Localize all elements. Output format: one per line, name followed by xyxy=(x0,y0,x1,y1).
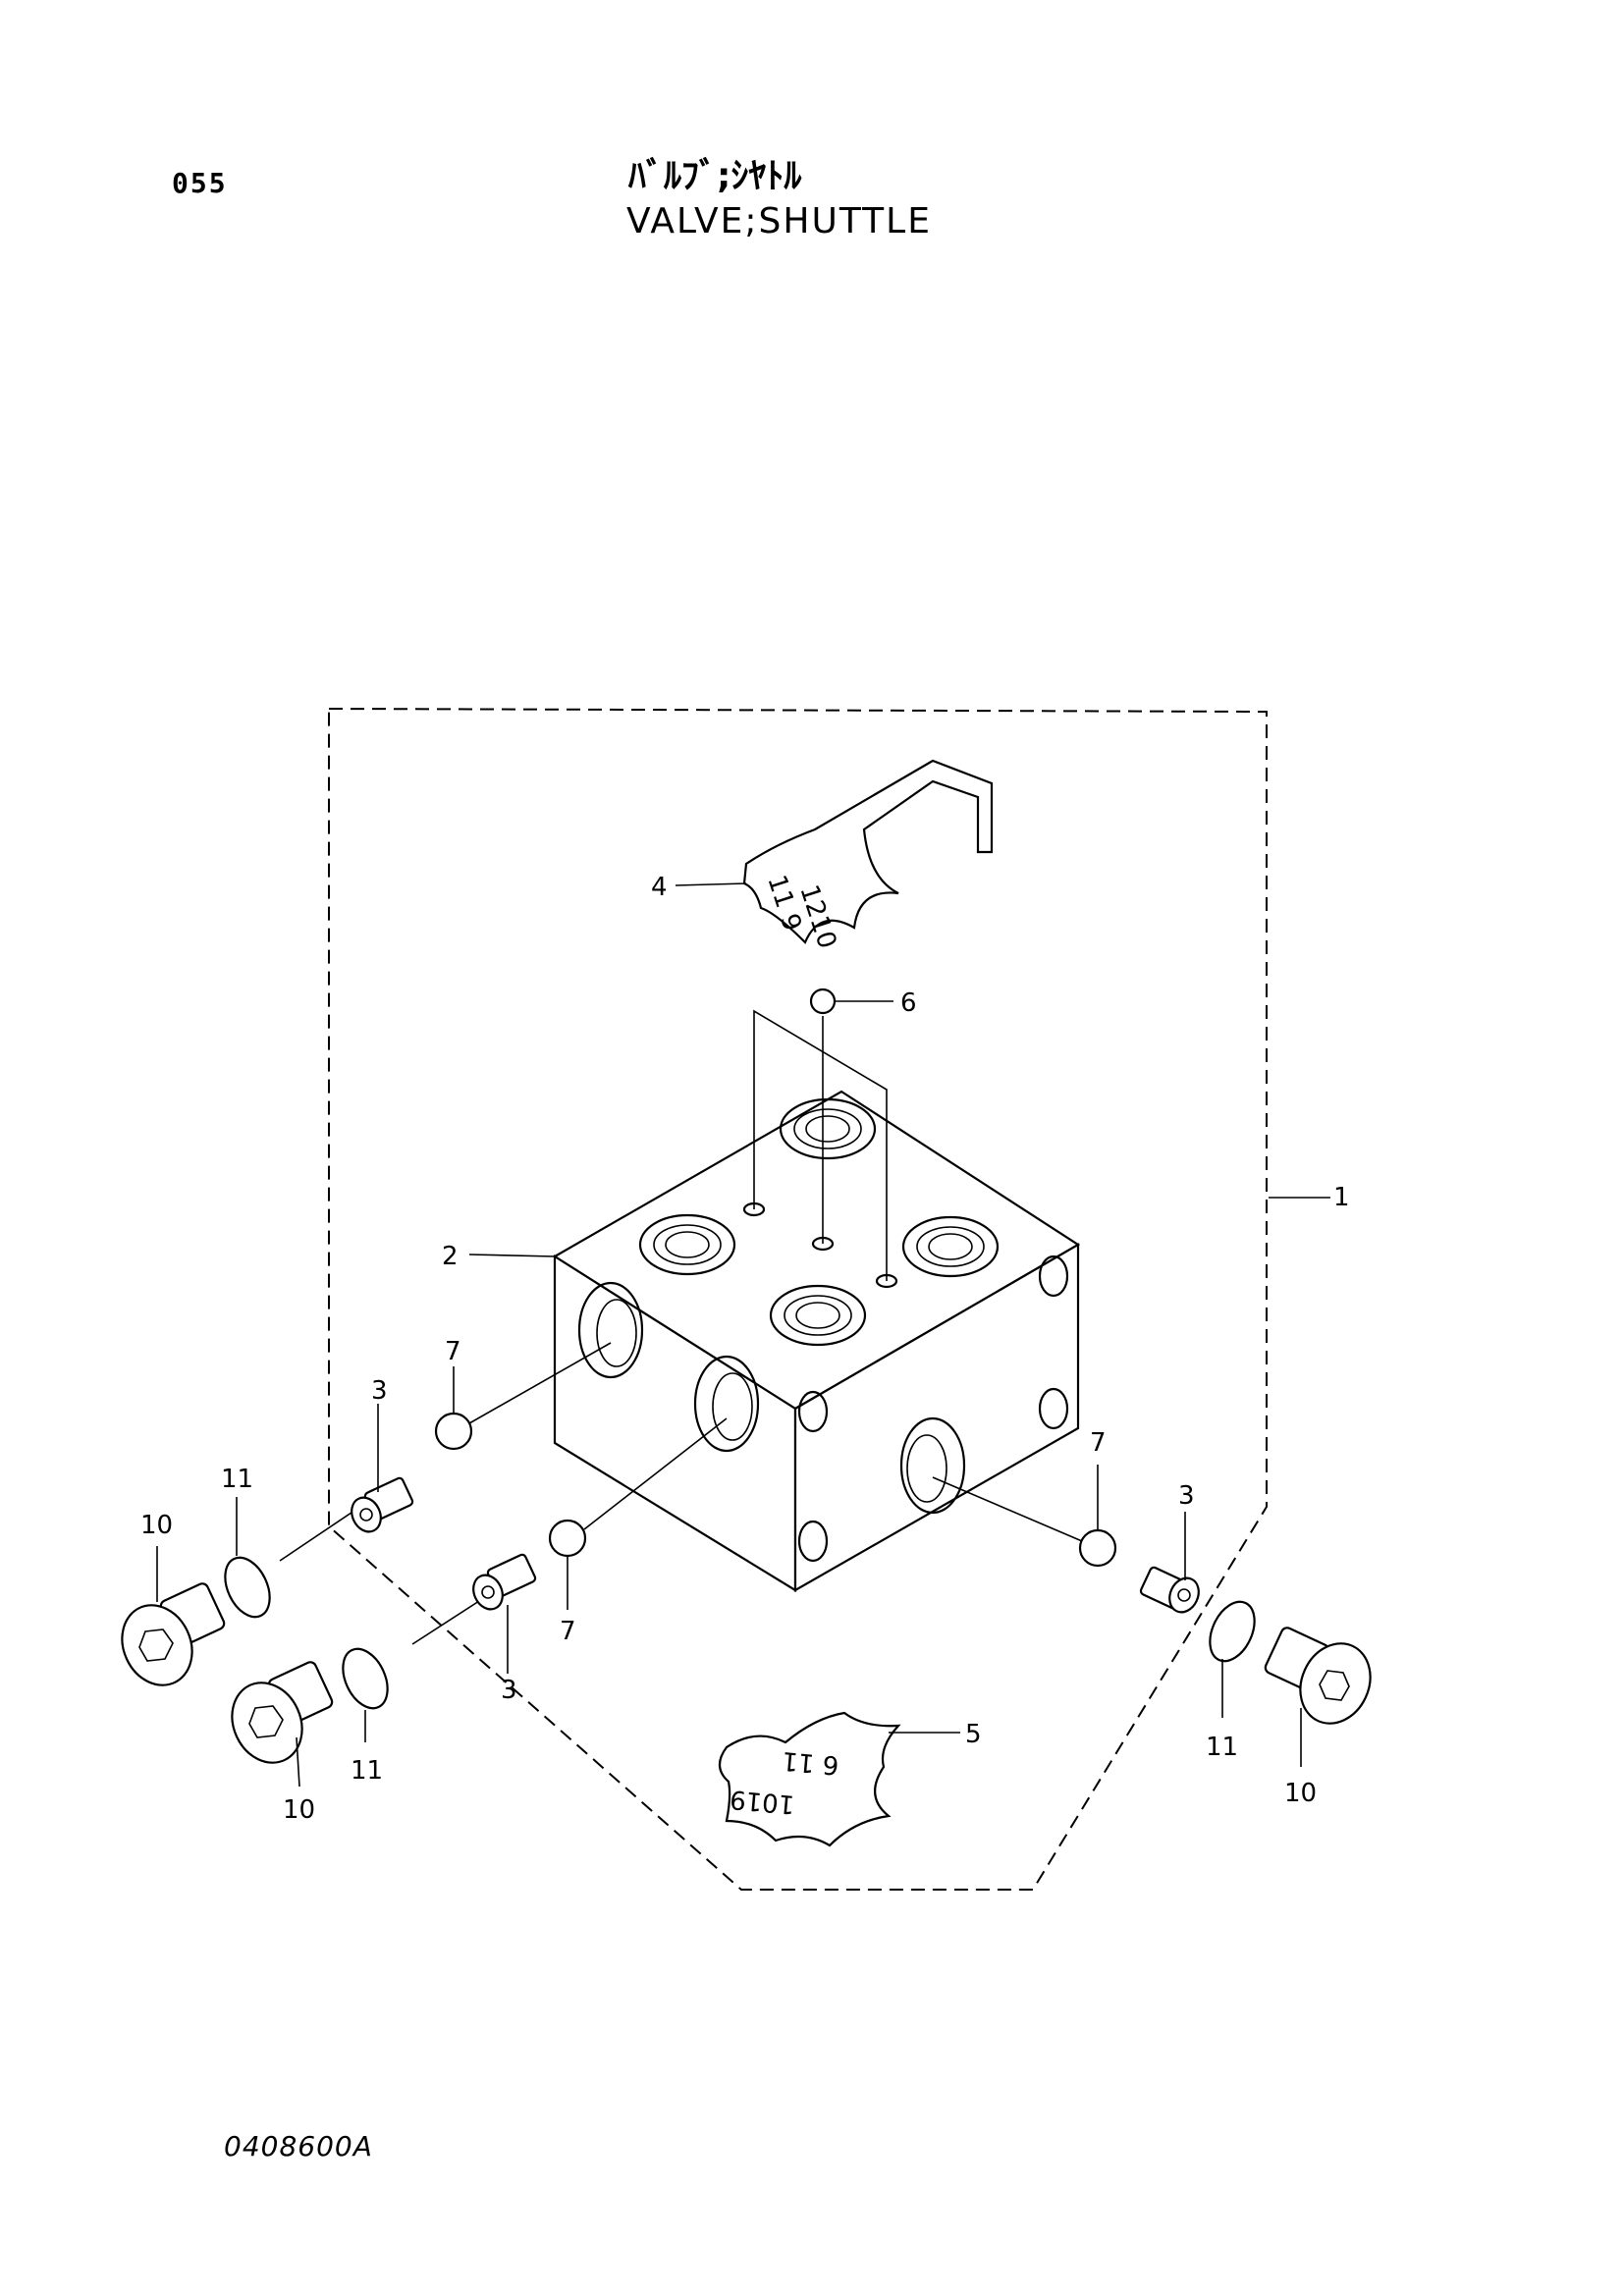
callout-11-middle: 11 xyxy=(351,1756,383,1786)
o-ring-11-middle xyxy=(342,1647,389,1710)
plate-bottom-mark-1: 1019 xyxy=(729,1784,796,1819)
callout-7-middle: 7 xyxy=(560,1617,576,1646)
name-plate-top: 1210 11 9 xyxy=(742,759,994,952)
callout-4: 4 xyxy=(651,873,668,902)
title-english: VALVE;SHUTTLE xyxy=(626,201,932,241)
page-number: 055 xyxy=(172,167,228,199)
leader-lines xyxy=(156,882,1330,1788)
plug-3-right xyxy=(1139,1566,1200,1614)
callout-10-left: 10 xyxy=(140,1511,173,1540)
name-plate-bottom: 1019 6 11 xyxy=(718,1711,901,1847)
callout-10-middle: 10 xyxy=(283,1795,315,1825)
callout-3-left: 3 xyxy=(371,1376,388,1406)
callout-11-right: 11 xyxy=(1206,1733,1238,1762)
o-ring-11-left xyxy=(224,1556,271,1619)
hex-plug-10-left xyxy=(121,1582,226,1686)
plug-3-left xyxy=(351,1476,414,1533)
callout-7-left: 7 xyxy=(445,1337,461,1366)
ball-7-left xyxy=(434,1412,473,1451)
assembly-boundary xyxy=(328,707,1268,1891)
callout-3-middle: 3 xyxy=(501,1676,517,1705)
hex-plug-10-right xyxy=(1264,1627,1372,1725)
callout-1: 1 xyxy=(1333,1183,1350,1212)
valve-body-block xyxy=(552,1090,1081,1592)
callout-3-right: 3 xyxy=(1178,1481,1195,1511)
callout-7-right: 7 xyxy=(1090,1428,1107,1458)
hex-plug-10-middle xyxy=(231,1661,334,1764)
ball-7-right xyxy=(1078,1528,1117,1568)
drawing-code: 0408600A xyxy=(224,2130,373,2163)
callout-5: 5 xyxy=(965,1720,982,1749)
plug-3-middle xyxy=(472,1553,537,1611)
callout-2: 2 xyxy=(442,1242,459,1271)
callout-11-left: 11 xyxy=(221,1465,253,1494)
o-ring-11-right xyxy=(1209,1600,1256,1663)
plate-bottom-mark-2: 6 11 xyxy=(781,1745,839,1780)
ball-6 xyxy=(809,988,837,1015)
ball-7-middle xyxy=(548,1519,587,1558)
callout-6: 6 xyxy=(900,988,917,1018)
title-japanese: ﾊﾞﾙﾌﾞ;ｼﾔﾄﾙ xyxy=(628,156,802,196)
callout-10-right: 10 xyxy=(1284,1779,1317,1808)
